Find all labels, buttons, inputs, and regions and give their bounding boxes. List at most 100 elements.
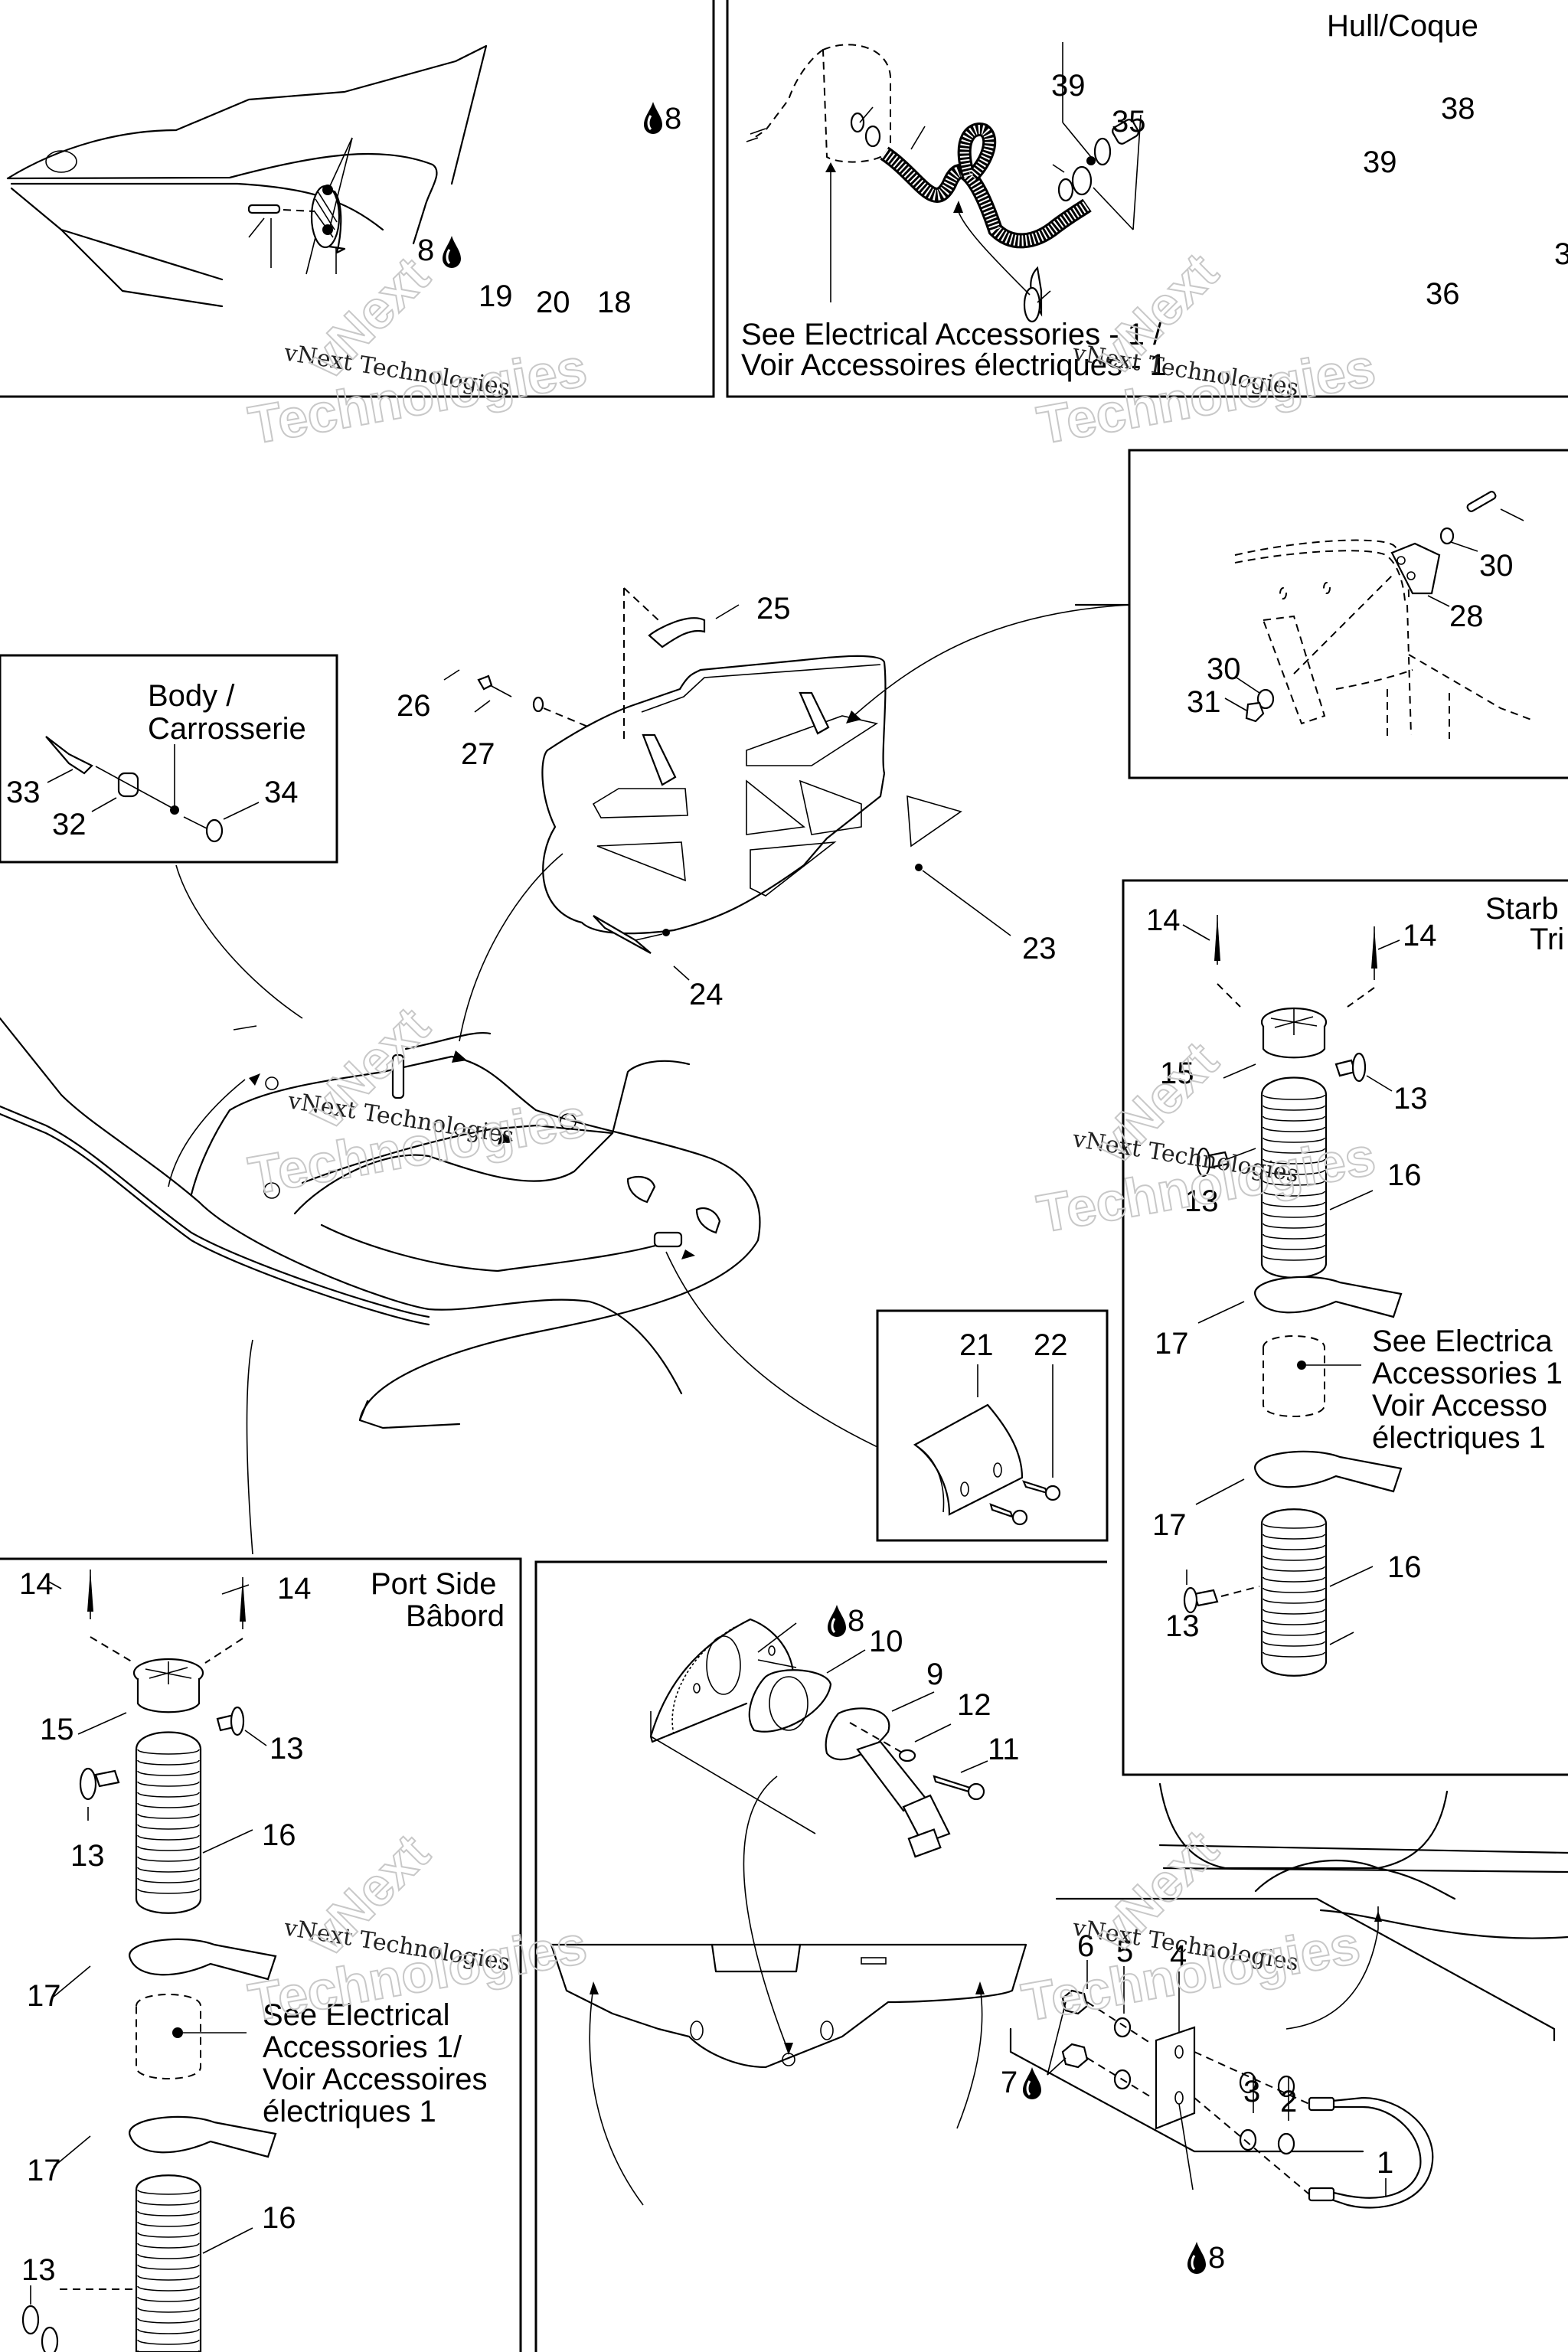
watercraft-body [0,864,878,1555]
callout-8: 8 [1208,2241,1225,2275]
callout-labels: 8 8 19 20 18 39 35 38 39 36 3 30 28 30 3… [6,69,1568,2287]
callout-22: 22 [1034,1328,1068,1362]
hose-rib [137,2328,200,2334]
callout-36: 36 [1426,277,1460,311]
hose-rib [137,1877,200,1883]
hose-rib [137,1759,200,1766]
callout-39: 39 [1363,145,1397,179]
hose-rib [137,2339,200,2345]
callout-27: 27 [461,737,495,771]
callout-5: 5 [1116,1935,1133,1968]
panel-cover-plate [913,1364,1061,1526]
hose-rib [137,1792,200,1798]
callout-13: 13 [70,1839,105,1873]
caption-port-see-1: See Electrical [263,1998,450,2032]
callout-3: 3 [1243,2075,1260,2109]
hose-rib [137,2307,200,2313]
hose-rib [1263,1191,1325,1197]
hose-rib [137,1856,200,1862]
callout-14: 14 [19,1567,54,1601]
callout-26: 26 [397,689,431,723]
callout-19: 19 [479,279,513,313]
hose-rib [1263,1212,1325,1218]
hose-rib [1263,1544,1325,1550]
callout-28: 28 [1449,599,1484,633]
hose-rib [137,1781,200,1787]
hose-rib [137,1770,200,1776]
callout-13: 13 [1165,1609,1200,1643]
hose-rib [137,1813,200,1819]
hose-rib [137,2264,200,2270]
caption-starboard-see-3: Voir Accesso [1372,1389,1547,1423]
hose-rib [1263,1244,1325,1250]
callout-16: 16 [1387,1550,1422,1584]
panel-trim-bracket [1074,491,1532,739]
hose-rib [1263,1201,1325,1207]
callout-14: 14 [1146,903,1181,937]
hose-rib [137,2221,200,2227]
callout-15: 15 [1160,1057,1194,1090]
hose-rib [1263,1651,1325,1658]
panel-drain-plug [550,1618,1027,2206]
hose-rib [1263,1255,1325,1261]
hose-rib [137,2232,200,2238]
hose-rib [137,2200,200,2206]
caption-starboard-1: Starb [1485,892,1559,926]
hose-rib [1263,1233,1325,1240]
caption-port-see-2: Accessories 1/ [263,2030,462,2064]
callout-16: 16 [1387,1158,1422,1192]
hose-rib [137,2189,200,2195]
sealant-drop-icon [1021,2066,1043,2101]
callout-11: 11 [988,1733,1020,1766]
panel-port-vent [21,1570,277,2352]
caption-hull: Hull/Coque [1327,9,1478,43]
hose-rib [1263,1169,1325,1175]
watermarks: vNext Technologies vNext Technologies vN… [243,241,1380,2034]
caption-starboard-2: Tri [1530,923,1564,956]
caption-port-see-4: électriques 1 [263,2095,436,2128]
starboard-hose-ribs-top [1263,1094,1325,1261]
callout-31: 31 [1187,685,1221,719]
hose-rib [137,1867,200,1873]
callout-17: 17 [27,2154,61,2187]
hose-rib [1263,1630,1325,1636]
callout-2: 2 [1280,2085,1297,2118]
panel-bow-eye [6,44,488,308]
hose-rib [1263,1116,1325,1122]
hose-rib [1263,1555,1325,1561]
caption-starboard-see-1: See Electrica [1372,1325,1553,1358]
callout-39: 39 [1051,69,1086,103]
panel-starboard-vent [1182,915,1403,1677]
callout-34: 34 [264,776,299,809]
panel-platform-mat [443,587,1130,1042]
hose-rib [1263,1598,1325,1604]
callout-17: 17 [1152,1508,1187,1542]
callout-13: 13 [21,2253,56,2287]
callout-24: 24 [689,978,724,1011]
hose-rib [1263,1534,1325,1540]
callout-38: 38 [1441,92,1475,126]
callout-13: 13 [1393,1082,1428,1116]
hose-rib [137,2318,200,2324]
hose-rib [137,2285,200,2292]
caption-body-1: Body / [148,679,235,713]
hose-rib [1263,1223,1325,1229]
starboard-hose-ribs-bottom [1263,1523,1325,1658]
hose-rib [1263,1094,1325,1100]
hose-rib [1263,1137,1325,1143]
callout-7: 7 [1001,2066,1018,2099]
caption-port-2: Bâbord [406,1599,505,1633]
hose-rib [1263,1158,1325,1165]
sealant-drop-icon [1186,2240,1207,2275]
callout-13: 13 [1184,1184,1219,1218]
callout-21: 21 [959,1328,994,1362]
hose-rib [1263,1587,1325,1593]
hose-rib [1263,1180,1325,1186]
callout-33: 33 [6,776,41,809]
hose-rib [1263,1609,1325,1615]
hose-rib [137,1749,200,1755]
hose-rib [1263,1576,1325,1583]
callout-15: 15 [40,1713,74,1746]
callout-35: 35 [1112,105,1146,139]
hose-rib [137,2243,200,2249]
